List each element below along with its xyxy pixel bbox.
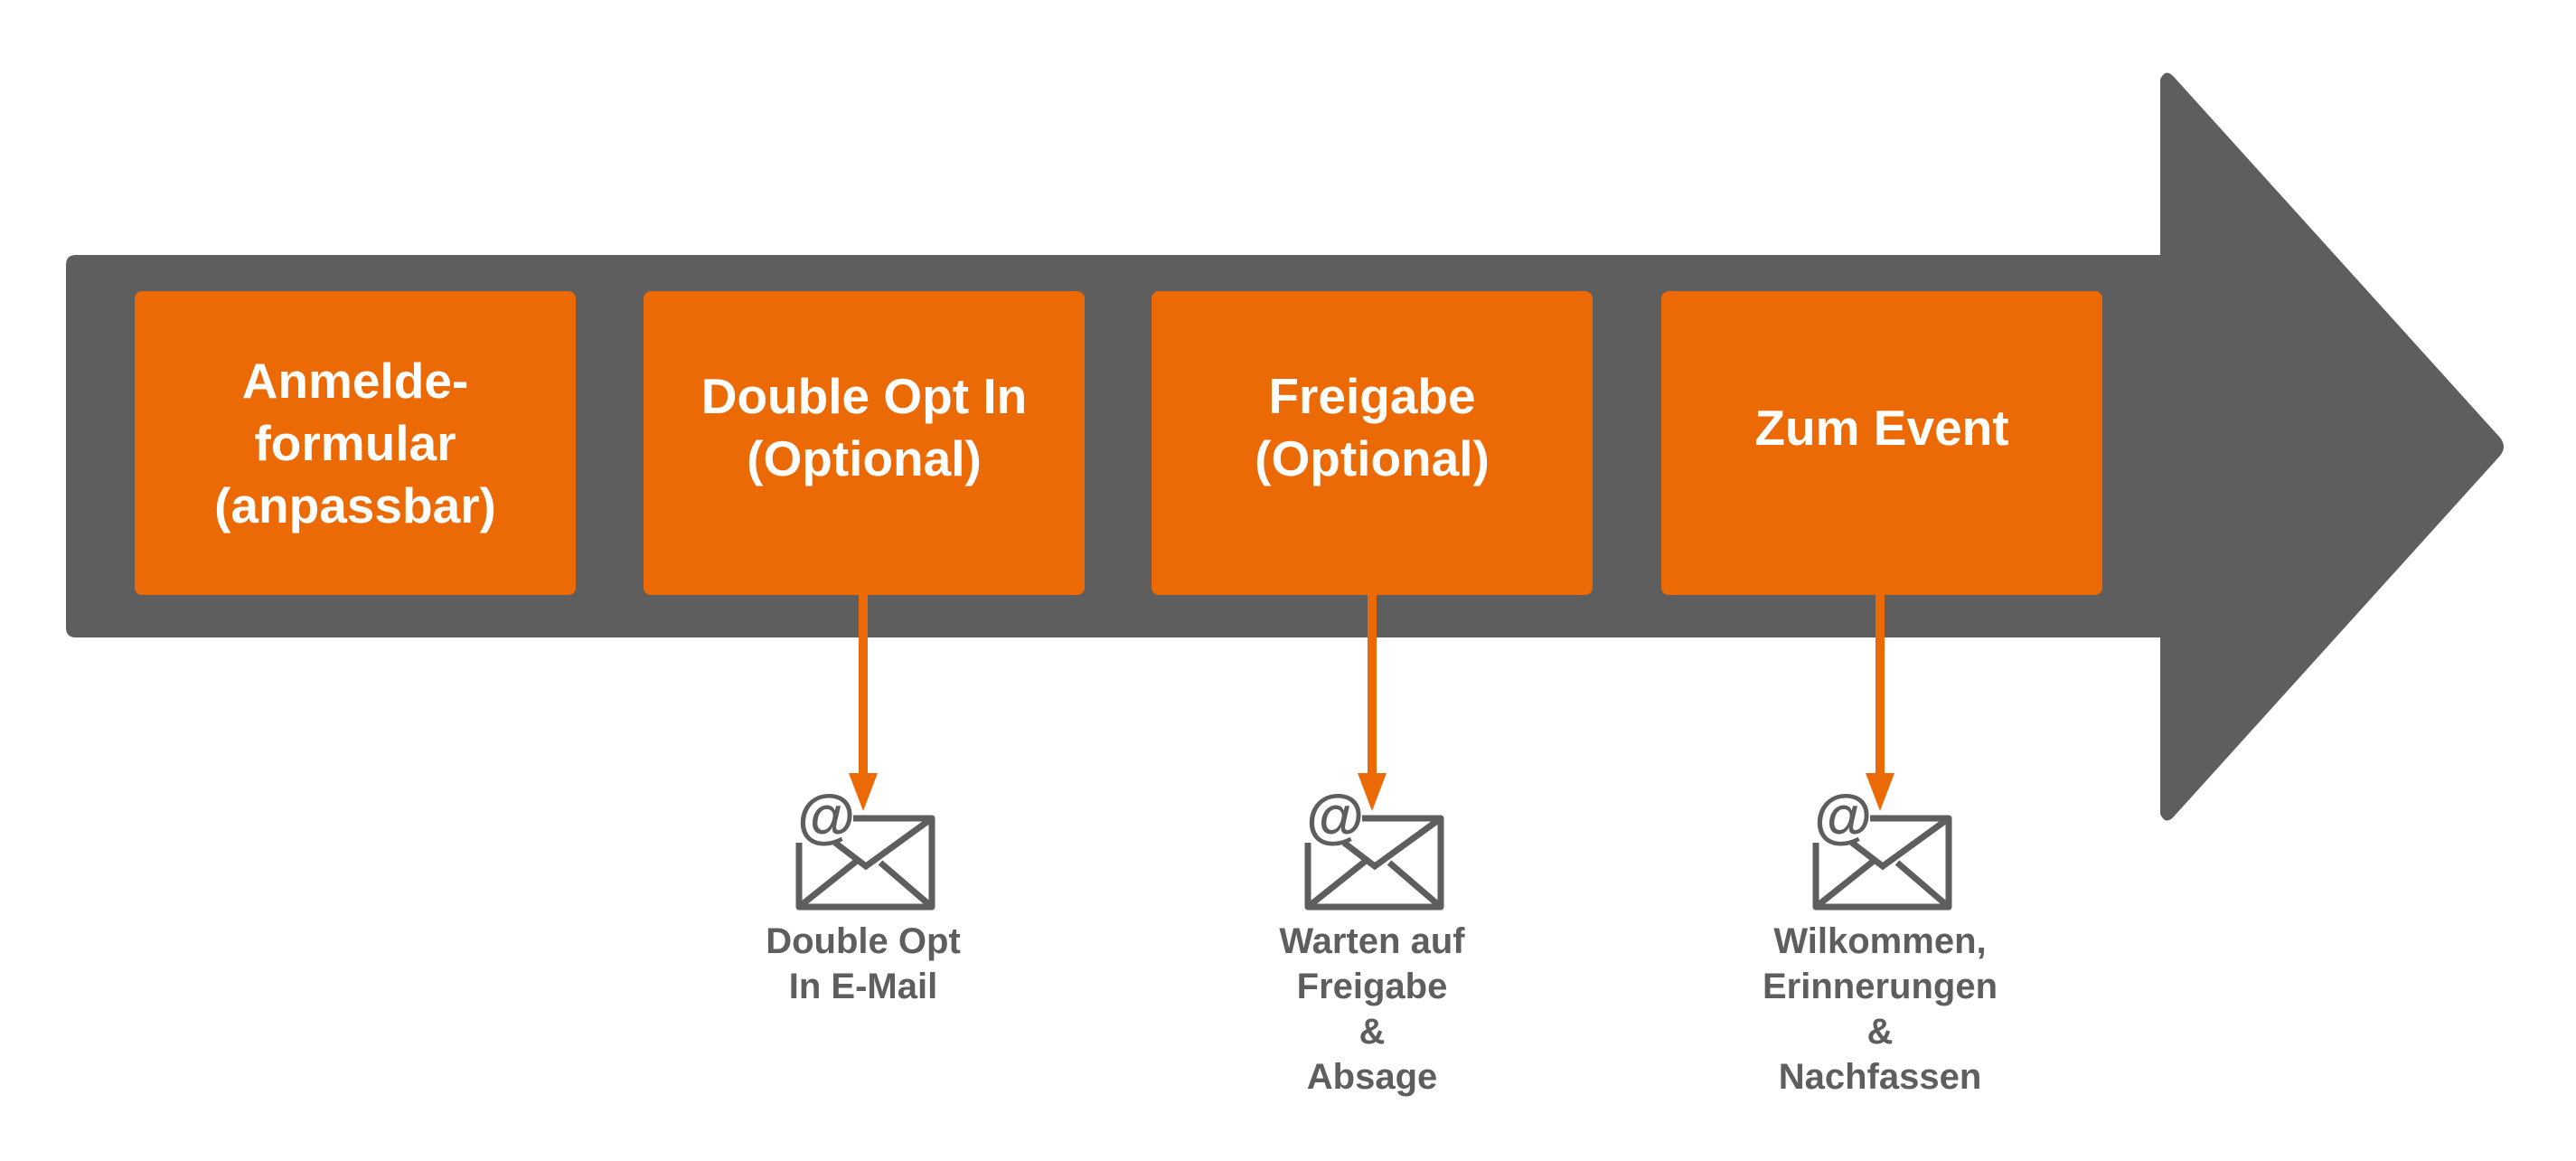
- caption-line: Wilkommen,: [1773, 921, 1987, 961]
- step-label: (Optional): [1255, 430, 1490, 486]
- email-at-icon: @: [1304, 787, 1444, 911]
- caption-line: &: [1866, 1012, 1894, 1052]
- step-label: formular: [254, 414, 456, 471]
- caption-line: Warten auf: [1279, 921, 1465, 961]
- step-double-opt-in: Double Opt In (Optional): [644, 291, 1085, 595]
- step-label: Double Opt In: [700, 368, 1028, 424]
- connector-arrowhead-3: [1866, 773, 1894, 811]
- step-label: (anpassbar): [214, 477, 496, 533]
- email-at-icon: @: [1812, 787, 1952, 911]
- step-zum-event: Zum Event: [1661, 291, 2102, 595]
- caption-line: Nachfassen: [1778, 1057, 1982, 1097]
- connector-arrowhead-1: [849, 773, 878, 811]
- step-label: (Optional): [747, 430, 982, 486]
- at-symbol: @: [797, 787, 855, 849]
- caption-line: In E-Mail: [788, 967, 938, 1006]
- caption-line: &: [1359, 1012, 1386, 1052]
- caption-line: Absage: [1306, 1057, 1438, 1097]
- caption-line: Freigabe: [1296, 967, 1448, 1006]
- at-symbol: @: [1306, 787, 1364, 849]
- step-anmeldeformular: Anmelde- formular (anpassbar): [135, 291, 576, 595]
- email-caption-double-opt-in: Double Opt In E-Mail: [700, 919, 1026, 1009]
- caption-line: Double Opt: [766, 921, 961, 961]
- email-caption-event: Wilkommen, Erinnerungen & Nachfassen: [1717, 919, 2043, 1100]
- connector-arrowhead-2: [1358, 773, 1387, 811]
- step-label: Zum Event: [1754, 400, 2009, 456]
- email-caption-freigabe: Warten auf Freigabe & Absage: [1209, 919, 1535, 1100]
- email-at-icon: @: [795, 787, 935, 911]
- step-freigabe: Freigabe (Optional): [1152, 291, 1593, 595]
- caption-line: Erinnerungen: [1762, 967, 1998, 1006]
- step-label: Freigabe: [1268, 368, 1476, 424]
- at-symbol: @: [1814, 787, 1872, 849]
- step-label: Anmelde-: [241, 352, 469, 409]
